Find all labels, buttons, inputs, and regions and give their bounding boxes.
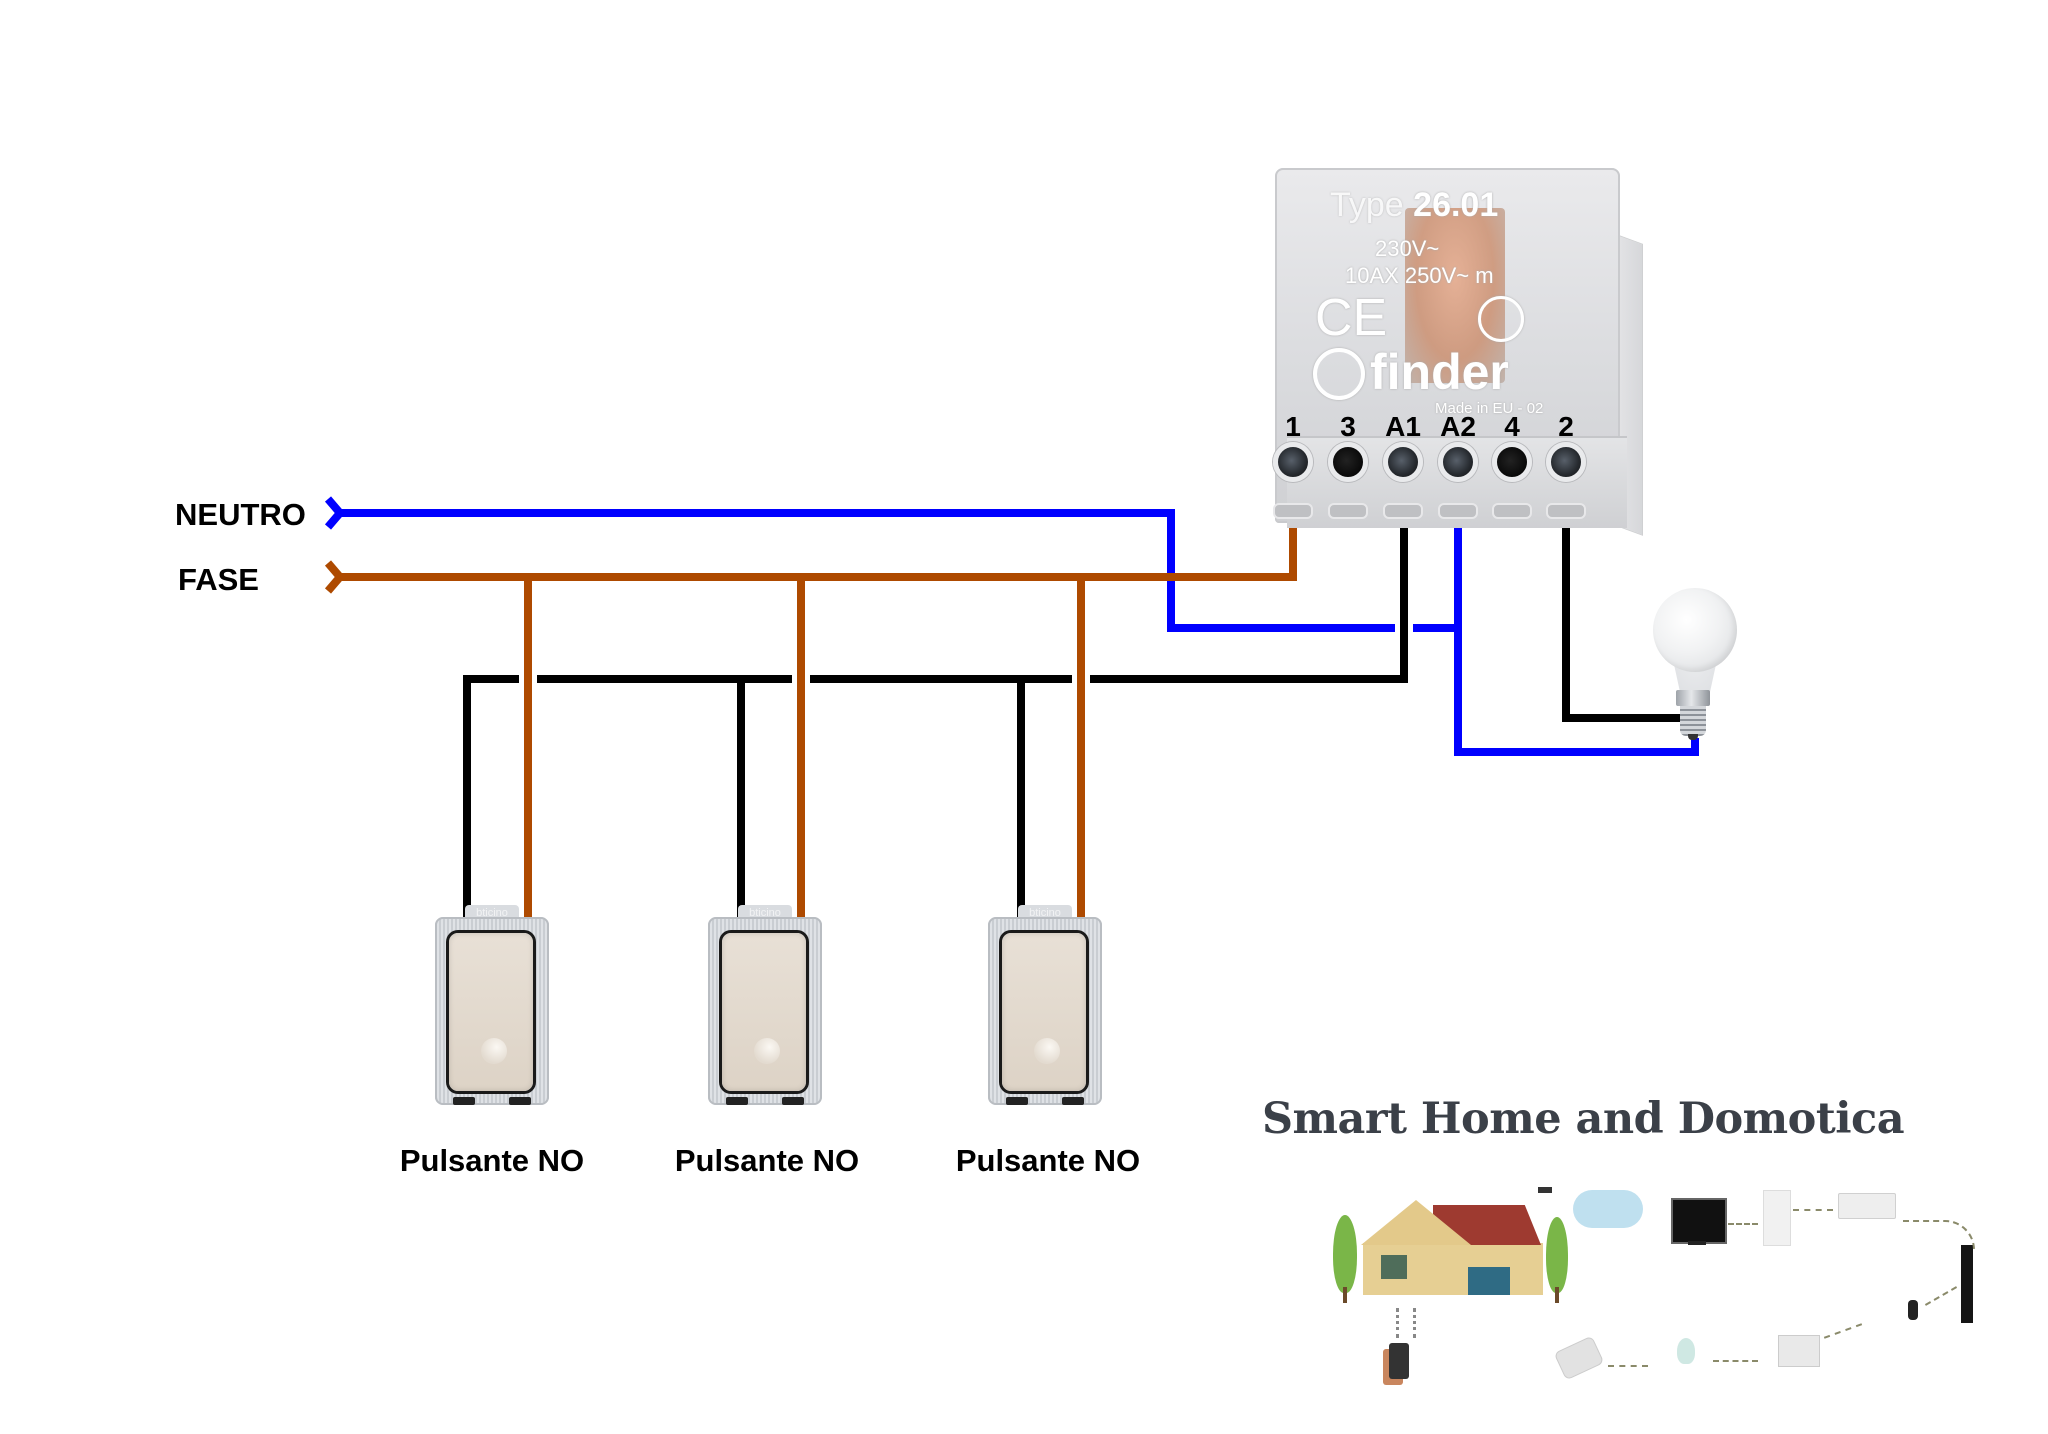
terminal-hole-4 <box>1492 442 1532 482</box>
fase-connector-icon <box>324 560 346 594</box>
garage-door <box>1468 1267 1510 1295</box>
control-wire-segment <box>463 675 519 919</box>
connection-line <box>1713 1360 1758 1362</box>
terminal-screw-1 <box>1273 442 1313 482</box>
terminal-label-3: 3 <box>1340 411 1356 442</box>
switch-label-2: Pulsante NO <box>674 1143 860 1178</box>
terminal-hole-3 <box>1328 442 1368 482</box>
terminal-label-a1: A1 <box>1385 411 1421 442</box>
tree-trunk <box>1343 1287 1347 1303</box>
push-button-1: bticino <box>435 905 549 1105</box>
neutral-wire-a2-lamp <box>1454 478 1699 756</box>
certification-mark-icon <box>1478 296 1524 342</box>
connection-line <box>1608 1365 1648 1367</box>
fase-label: FASE <box>178 562 259 597</box>
push-button-2: bticino <box>708 905 822 1105</box>
terminal-clamp <box>1273 503 1313 519</box>
smart-plug-icon <box>1553 1335 1605 1381</box>
terminal-clamp <box>1546 503 1586 519</box>
terminal-label-4: 4 <box>1504 411 1520 442</box>
terminal-clamp <box>1383 503 1423 519</box>
smart-home-illustration <box>1333 1175 2023 1390</box>
switch-indicator-icon <box>754 1038 780 1064</box>
switch-foot <box>782 1097 804 1105</box>
bulb-collar <box>1676 690 1710 706</box>
terminal-clamp <box>1438 503 1478 519</box>
hub-icon <box>1778 1335 1820 1367</box>
wifi-icon <box>1396 1308 1416 1338</box>
cloud-icon <box>1573 1190 1643 1228</box>
house-window <box>1381 1255 1407 1279</box>
switch-key <box>722 933 806 1091</box>
antenna-icon <box>1538 1187 1552 1193</box>
terminal-screw-2 <box>1546 442 1586 482</box>
relay-brand: finder <box>1370 344 1509 400</box>
camera-icon <box>1908 1300 1918 1320</box>
relay-made-in: Made in EU - 02 <box>1435 400 1544 417</box>
switch-key <box>1002 933 1086 1091</box>
relay-type: Type 26.01 <box>1330 186 1498 225</box>
ce-mark-icon: CE <box>1315 289 1388 347</box>
relay-model: 26.01 <box>1413 186 1499 224</box>
light-bulb-icon <box>1650 588 1740 743</box>
terminal-label-a2: A2 <box>1440 411 1476 442</box>
connection-line <box>1924 1286 1958 1306</box>
phase-wire-main <box>340 478 1297 581</box>
lamp-wire <box>1562 478 1682 722</box>
switch-foot <box>453 1097 475 1105</box>
relay-coil-rating: 230V~ <box>1375 236 1440 261</box>
relay-contact-rating: 10AX 250V~ m <box>1345 263 1494 288</box>
bulb-glass <box>1653 588 1737 672</box>
switch-indicator-icon <box>1034 1038 1060 1064</box>
wires <box>324 478 1699 919</box>
switch-foot <box>1062 1097 1084 1105</box>
connection-line <box>1728 1223 1758 1225</box>
relay-body: Type 26.01 230V~ 10AX 250V~ m CE finder … <box>1275 168 1627 528</box>
tree-icon <box>1546 1217 1568 1293</box>
switch-foot <box>726 1097 748 1105</box>
switch-indicator-icon <box>481 1038 507 1064</box>
speaker-icon <box>1961 1245 1973 1323</box>
relay-finder-26-01: Type 26.01 230V~ 10AX 250V~ m CE finder … <box>1265 168 1643 536</box>
air-conditioner-icon <box>1838 1193 1896 1219</box>
relay-coil <box>1405 208 1505 383</box>
push-button-3: bticino <box>988 905 1102 1105</box>
watermark-title: Smart Home and Domotica <box>1262 1094 1905 1144</box>
terminal-screw-a2 <box>1438 442 1478 482</box>
tree-trunk <box>1555 1287 1559 1303</box>
switch-foot <box>1006 1097 1028 1105</box>
switch-label-3: Pulsante NO <box>955 1143 1141 1178</box>
smart-bulb-icon <box>1677 1338 1695 1364</box>
connection-line <box>1823 1323 1863 1339</box>
connection-line <box>1793 1209 1833 1211</box>
thermostat-icon <box>1763 1190 1791 1246</box>
neutral-wire-main <box>340 509 1395 632</box>
switch-key <box>449 933 533 1091</box>
finder-logo-icon <box>1313 348 1365 400</box>
terminal-screw-a1 <box>1383 442 1423 482</box>
neutro-connector-icon <box>324 496 346 530</box>
connection-line <box>1903 1220 1975 1252</box>
tv-icon <box>1671 1198 1727 1244</box>
control-wire-segment <box>1090 478 1408 683</box>
tree-icon <box>1333 1215 1357 1293</box>
relay-type-word: Type <box>1330 186 1404 224</box>
switch-foot <box>509 1097 531 1105</box>
terminal-label-1: 1 <box>1285 411 1301 442</box>
smartphone-icon <box>1389 1343 1409 1379</box>
terminal-clamp <box>1328 503 1368 519</box>
bulb-screw-base <box>1680 706 1706 736</box>
terminal-clamp <box>1492 503 1532 519</box>
bulb-tip <box>1688 734 1698 740</box>
tv-stand <box>1688 1241 1706 1245</box>
terminal-label-2: 2 <box>1558 411 1574 442</box>
switch-label-1: Pulsante NO <box>399 1143 585 1178</box>
neutro-label: NEUTRO <box>175 497 306 532</box>
